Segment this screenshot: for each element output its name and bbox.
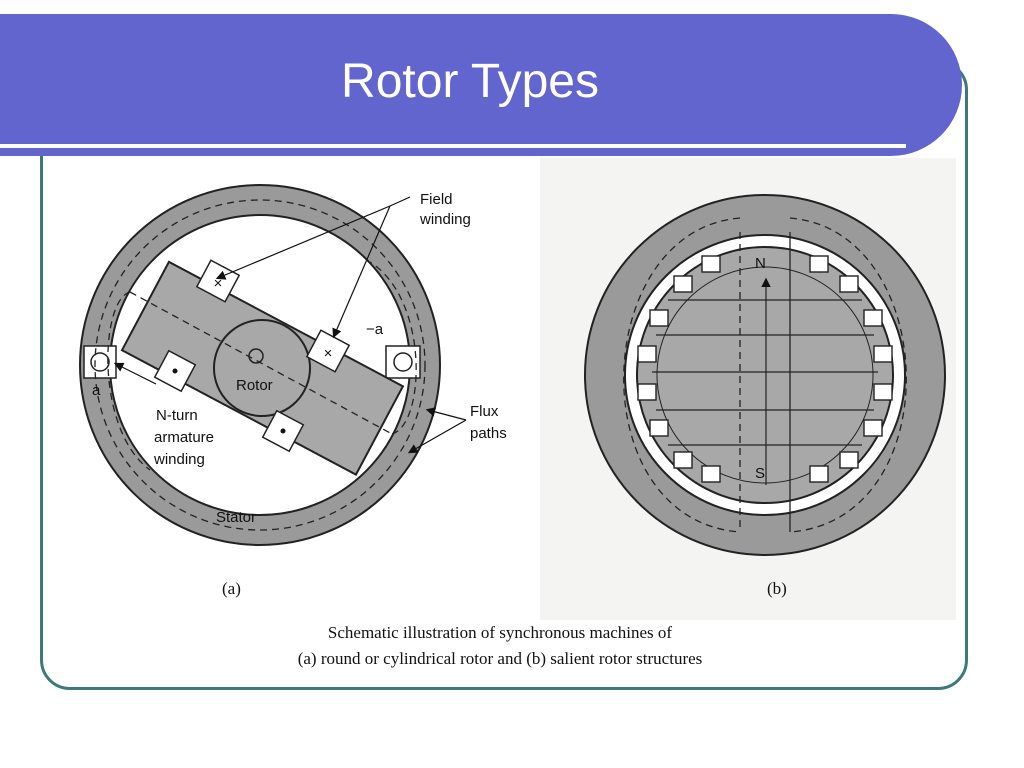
axis-lines-b [739,232,791,532]
figure-a-round-rotor: × × Field winding [79,184,507,598]
label-stator: Stator [216,509,256,526]
armature-coil-lower-right [261,409,305,453]
label-rotor: Rotor [236,377,273,394]
armature-coil-lower-left [153,349,197,393]
title-underline [0,144,906,148]
flux-path-rotor-dashed [107,261,417,471]
figure-b-sublabel: (b) [767,579,787,598]
label-south: S [755,465,765,482]
figure-caption: Schematic illustration of synchronous ma… [120,620,880,672]
caption-line-2: (a) round or cylindrical rotor and (b) s… [297,649,703,668]
field-winding-slot-upper: × [195,259,241,303]
label-neg-a: −a [366,321,384,338]
label-a: a [92,382,101,399]
field-lines-b [652,299,878,446]
label-armature: armature [154,429,214,446]
slide-title: Rotor Types [341,55,599,108]
rotor-b [636,246,894,504]
label-flux: Flux [470,403,499,420]
title-bar: Rotor Types [0,14,962,156]
salient-slots-b [637,255,893,483]
rotor-a [120,260,405,476]
label-n-turn: N-turn [156,407,198,424]
label-field: Field [420,191,453,208]
svg-text:×: × [214,275,223,292]
label-winding-armature: winding [153,451,205,468]
leader-lines-a [113,196,467,454]
svg-text:×: × [324,345,333,362]
figure-b-salient-rotor: N S (b) [584,194,946,598]
armature-slot-left [83,345,117,379]
label-winding-field: winding [419,211,471,228]
flux-path-stator-dashed [94,199,426,531]
armature-slot-right [385,345,421,379]
rotor-shaft-a [248,348,264,364]
label-north: N [755,255,766,272]
label-paths: paths [470,425,507,442]
caption-line-1: Schematic illustration of synchronous ma… [327,623,673,642]
figure-a-sublabel: (a) [222,579,241,598]
